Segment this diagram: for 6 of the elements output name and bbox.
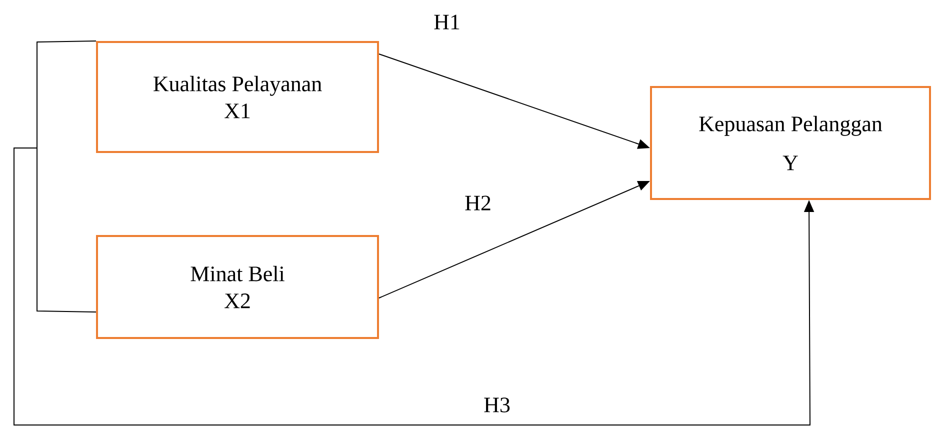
edge-label: H1	[432, 14, 462, 30]
variable-box: Kualitas Pelayanan X1	[96, 41, 379, 153]
edge-label: H2	[464, 194, 492, 212]
variable-box: Minat Beli X2	[96, 235, 379, 339]
variable-box: Kepuasan Pelanggan Y	[650, 86, 931, 200]
edge-label: H3	[482, 396, 512, 414]
